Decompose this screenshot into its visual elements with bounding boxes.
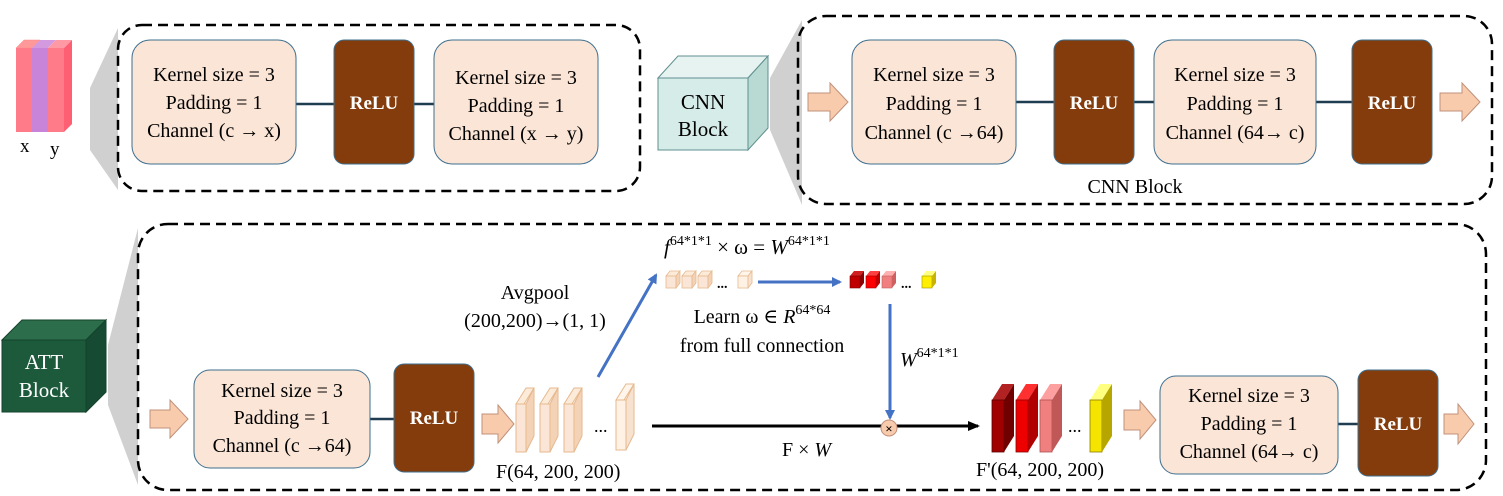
att-conv2-line2: Padding = 1 (1201, 413, 1298, 435)
tl-relu-label: ReLU (350, 93, 399, 114)
cnn-cube-label-line2: Block (678, 117, 729, 141)
tl-conv1-box (131, 39, 297, 165)
out-feature-label: F'(64, 200, 200) (976, 459, 1104, 481)
weighted-maps-ellipsis: ... (1068, 416, 1082, 436)
cnn-relu2-label: ReLU (1368, 93, 1417, 114)
att-conv2-arrow-icon (1123, 399, 1157, 441)
tl-conv2-line1: Kernel size = 3 (455, 67, 577, 89)
cnn-block-caption: CNN Block (1088, 176, 1183, 198)
att-block-container (136, 222, 1488, 492)
callout-cnn (770, 20, 802, 205)
tl-conv1-line1: Kernel size = 3 (153, 64, 275, 86)
tl-conv1-line3: Channel (c → x) (147, 120, 281, 142)
input-tensor-icon (15, 39, 72, 132)
cnn-out-arrow-icon (1439, 81, 1481, 123)
weight-vector-icon (849, 271, 936, 289)
weight-label: W64*1*1 (900, 346, 959, 371)
cnn-conv1-line1: Kernel size = 3 (873, 64, 995, 86)
callout-att (108, 228, 138, 485)
tl-conv2-box (433, 39, 599, 165)
feature-maps-ellipsis: ... (594, 416, 608, 436)
cnn-cube-label-line1: CNN (681, 90, 725, 114)
tl-conv2-line3: Channel (x → y) (449, 123, 584, 145)
cnn-block-container (796, 14, 1494, 206)
att-cube-icon (0, 318, 108, 414)
cnn-conv1-box (851, 39, 1017, 165)
att-relu1-box (393, 363, 475, 473)
att-in-arrow-icon (149, 398, 189, 440)
att-conv2-line3: Channel (64→ c) (1180, 441, 1319, 463)
att-cube-label-line2: Block (19, 378, 70, 402)
formula: f64*1*1 × ω = W64*1*1 (664, 234, 830, 259)
product-label: F × W (782, 439, 833, 461)
feature-label: F(64, 200, 200) (496, 461, 620, 483)
att-conv1-line2: Padding = 1 (234, 407, 331, 429)
feature-maps-icon (515, 383, 635, 453)
avgpool-label: Avgpool (501, 282, 570, 304)
cnn-conv2-line3: Channel (64→ c) (1166, 122, 1305, 144)
pooled-vector-ellipsis: ... (717, 277, 728, 292)
tl-conv2-line2: Padding = 1 (468, 95, 565, 117)
att-conv2-line1: Kernel size = 3 (1188, 385, 1310, 407)
att-conv2-box (1159, 375, 1339, 475)
cnn-relu1-box (1053, 39, 1135, 165)
att-relu2-box (1357, 369, 1439, 477)
avgpool-size: (200,200)→(1, 1) (464, 310, 606, 332)
att-relu1-label: ReLU (410, 408, 459, 429)
cnn-cube-icon (656, 54, 770, 152)
avgpool-arrow (596, 273, 658, 378)
cnn-relu1-label: ReLU (1070, 93, 1119, 114)
cnn-conv2-box (1153, 39, 1317, 165)
att-cube-label-line1: ATT (25, 350, 64, 374)
att-conv1-line3: Channel (c →64) (213, 435, 352, 457)
top-left-container (116, 23, 642, 193)
att-out-arrow-icon (1443, 402, 1475, 446)
cnn-conv1-line2: Padding = 1 (886, 93, 983, 115)
cnn-conv2-line1: Kernel size = 3 (1174, 64, 1296, 86)
cnn-conv2-line2: Padding = 1 (1187, 93, 1284, 115)
learn-line2: from full connection (680, 335, 844, 357)
learn-line1: Learn ω ∈ R64*64 (694, 303, 831, 328)
att-relu2-label: ReLU (1374, 414, 1423, 435)
att-feature-arrow-icon (481, 403, 515, 445)
cnn-relu2-box (1351, 39, 1433, 165)
multiply-symbol-icon: × (885, 421, 892, 436)
input-label-y: y (50, 139, 60, 160)
att-conv1-box (193, 369, 371, 469)
cnn-in-arrow-icon (807, 81, 849, 123)
tl-conv1-line2: Padding = 1 (166, 92, 263, 114)
input-label-x: x (20, 136, 30, 157)
tl-relu-box (333, 39, 415, 165)
multiply-node-icon (880, 419, 898, 437)
att-conv1-line1: Kernel size = 3 (221, 380, 343, 402)
pooled-vector-icon (665, 269, 753, 290)
weighted-feature-maps-icon (991, 384, 1112, 453)
cnn-conv1-line3: Channel (c →64) (865, 122, 1004, 144)
callout-top-left (90, 28, 118, 190)
weight-vector-ellipsis: ... (901, 277, 912, 292)
